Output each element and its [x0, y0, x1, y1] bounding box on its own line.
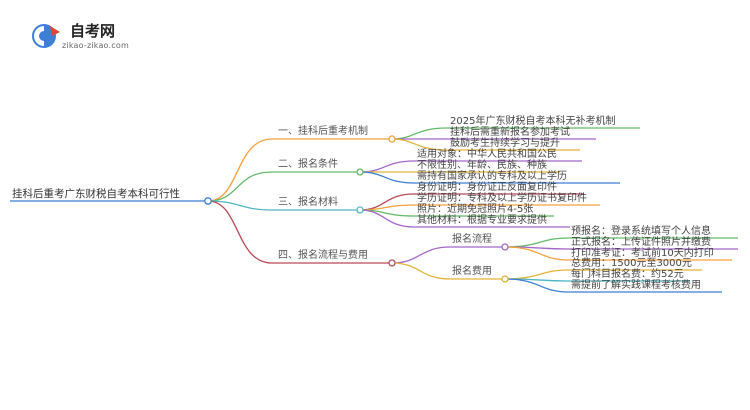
edge-root-branch-3 [207, 200, 360, 211]
b1-item-2: 挂科后需重新报名参加考试 [450, 127, 570, 138]
edge-s1-l3 [504, 246, 732, 261]
edge-s2-l3 [504, 278, 722, 293]
s1-item-3: 打印准考证：考试前10天内打印 [571, 248, 714, 259]
b2-item-2: 不限性别、年龄、民族、种族 [417, 160, 547, 171]
edge-b1-l3 [391, 138, 580, 151]
b3-item-3: 照片：近期免冠照片4-5张 [417, 204, 534, 215]
s2-item-3: 需提前了解实践课程考核费用 [571, 280, 701, 291]
b3-item-4: 其他材料：根据专业要求提供 [417, 215, 547, 226]
branch-2-dot [356, 168, 364, 176]
edge-b4-sub1 [391, 246, 505, 264]
branch-3-dot [356, 206, 364, 214]
edge-root-branch-1 [207, 138, 392, 202]
root-node-dot [204, 197, 212, 205]
sub-2-label: 报名费用 [452, 266, 492, 277]
edge-root-branch-4 [207, 200, 392, 264]
b1-item-3: 鼓励考生持续学习与提升 [450, 138, 560, 149]
brand-url: zikao-zikao.com [62, 41, 129, 50]
b3-item-2: 学历证明：专科及以上学历证书复印件 [417, 193, 587, 204]
b1-item-1: 2025年广东财税自考本科无补考机制 [450, 116, 616, 127]
sub-2-dot [501, 275, 509, 283]
branch-4-dot [388, 259, 396, 267]
b2-item-1: 适用对象：中华人民共和国公民 [417, 149, 557, 160]
logo-icon [32, 24, 60, 48]
s1-item-2: 正式报名：上传证件照片并缴费 [571, 237, 711, 248]
edge-b4-sub2 [391, 262, 505, 280]
edge-b2-l3 [359, 171, 620, 184]
s2-item-1: 总费用：1500元至3000元 [571, 258, 692, 269]
s2-item-2: 每门科目报名费：约52元 [571, 269, 684, 280]
branch-4-label: 四、报名流程与费用 [278, 250, 368, 261]
b2-item-3: 需持有国家承认的专科及以上学历 [417, 171, 567, 182]
root-node: 挂科后重考广东财税自考本科可行性 [12, 188, 180, 200]
branch-1-dot [388, 135, 396, 143]
sub-1-dot [501, 243, 509, 251]
s1-item-1: 预报名：登录系统填写个人信息 [571, 226, 711, 237]
branch-1-label: 一、挂科后重考机制 [278, 126, 368, 137]
branch-3-label: 三、报名材料 [278, 197, 338, 208]
brand-name: 自考网 [70, 22, 116, 40]
b3-item-1: 身份证明：身份证正反面复印件 [417, 182, 557, 193]
edge-root-branch-2 [207, 171, 360, 202]
edge-b3-l4 [359, 209, 570, 228]
logo [30, 18, 160, 54]
sub-1-label: 报名流程 [452, 234, 492, 245]
branch-2-label: 二、报名条件 [278, 159, 338, 170]
